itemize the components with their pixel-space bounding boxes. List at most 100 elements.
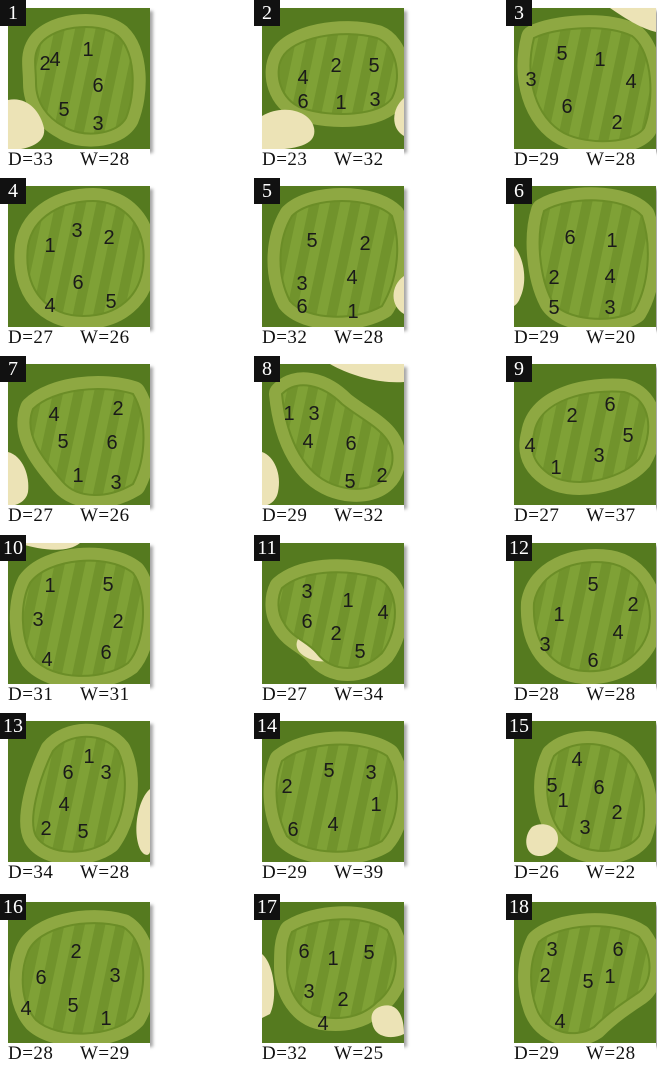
- pin-position-label: 4: [346, 267, 357, 289]
- green-diagram: 123456: [514, 186, 656, 328]
- green-depth: D=29: [262, 505, 307, 527]
- pin-position-label: 4: [327, 814, 338, 836]
- green-width: W=28: [334, 327, 384, 349]
- hole-card: 7123456D=27W=26: [0, 356, 148, 528]
- pin-position-label: 2: [112, 611, 123, 633]
- green-depth: D=34: [8, 862, 53, 884]
- pin-position-label: 2: [112, 398, 123, 420]
- pin-position-label: 3: [296, 273, 307, 295]
- pin-position-label: 3: [32, 609, 43, 631]
- pin-position-label: 4: [625, 71, 636, 93]
- hole-number-badge: 2: [254, 0, 280, 26]
- pin-position-label: 1: [44, 235, 55, 257]
- green-width: W=22: [586, 862, 636, 884]
- pin-position-label: 2: [337, 989, 348, 1011]
- green-depth: D=33: [8, 149, 53, 171]
- pin-position-label: 6: [587, 650, 598, 672]
- green-width: W=26: [80, 505, 130, 527]
- green-width: W=29: [80, 1043, 130, 1065]
- pin-position-label: 2: [330, 623, 341, 645]
- green-dimensions: D=27W=34: [254, 684, 404, 706]
- pin-position-label: 3: [579, 817, 590, 839]
- pin-position-label: 3: [369, 89, 380, 111]
- pin-position-label: 1: [370, 794, 381, 816]
- pin-position-label: 6: [612, 939, 623, 961]
- pin-position-label: 3: [71, 220, 82, 242]
- green-width: W=28: [586, 684, 636, 706]
- green-width: W=28: [80, 149, 130, 171]
- pin-position-label: 4: [41, 649, 52, 671]
- green-diagram: 123456: [8, 902, 150, 1044]
- green-dimensions: D=28W=29: [0, 1043, 150, 1065]
- green-depth: D=31: [8, 684, 53, 706]
- pin-position-label: 2: [566, 405, 577, 427]
- green-depth: D=27: [262, 684, 307, 706]
- pin-position-label: 5: [67, 995, 78, 1017]
- pin-position-label: 4: [302, 431, 313, 453]
- green-depth: D=29: [514, 149, 559, 171]
- pin-position-label: 5: [556, 43, 567, 65]
- pin-position-label: 4: [524, 435, 535, 457]
- pin-position-label: 1: [327, 948, 338, 970]
- green-width: W=26: [80, 327, 130, 349]
- hole-number-badge: 7: [0, 356, 26, 382]
- pin-position-label: 4: [554, 1011, 565, 1033]
- pin-position-label: 5: [582, 971, 593, 993]
- pin-position-label: 2: [627, 594, 638, 616]
- green-map: 123456: [262, 186, 404, 328]
- pin-position-label: 3: [365, 762, 376, 784]
- green-dimensions: D=28W=28: [506, 684, 656, 706]
- green-map: 123456: [262, 543, 404, 685]
- hole-number-badge: 16: [0, 894, 26, 920]
- pin-position-label: 1: [342, 590, 353, 612]
- green-depth: D=27: [8, 505, 53, 527]
- pin-position-label: 5: [368, 55, 379, 77]
- pin-position-label: 5: [323, 760, 334, 782]
- pin-position-label: 1: [550, 457, 561, 479]
- pin-position-label: 1: [606, 230, 617, 252]
- pin-position-label: 2: [611, 112, 622, 134]
- pin-position-label: 3: [539, 634, 550, 656]
- green-width: W=39: [334, 862, 384, 884]
- pin-position-label: 5: [344, 471, 355, 493]
- pin-position-label: 5: [546, 775, 557, 797]
- green-dimensions: D=23W=32: [254, 149, 404, 171]
- green-diagram: 123456: [262, 186, 404, 328]
- hole-number-badge: 12: [506, 535, 532, 561]
- hole-card: 14123456D=29W=39: [254, 713, 402, 885]
- green-diagram: 123456: [8, 364, 150, 506]
- pin-position-label: 6: [72, 272, 83, 294]
- green-diagram: 123456: [514, 721, 656, 863]
- hole-card: 13123456D=34W=28: [0, 713, 148, 885]
- hole-number-badge: 9: [506, 356, 532, 382]
- green-depth: D=29: [514, 1043, 559, 1065]
- green-width: W=32: [334, 149, 384, 171]
- pin-position-label: 1: [44, 575, 55, 597]
- pin-position-label: 5: [102, 574, 113, 596]
- pin-position-label: 6: [561, 96, 572, 118]
- pin-position-label: 3: [92, 113, 103, 135]
- pin-position-label: 5: [306, 230, 317, 252]
- pin-position-label: 4: [377, 602, 388, 624]
- pin-position-label: 5: [58, 99, 69, 121]
- green-width: W=31: [80, 684, 130, 706]
- hole-number-badge: 15: [506, 713, 532, 739]
- pin-position-label: 5: [622, 425, 633, 447]
- pin-position-label: 3: [110, 472, 121, 494]
- pin-position-label: 2: [376, 465, 387, 487]
- pin-position-label: 1: [557, 790, 568, 812]
- green-depth: D=26: [514, 862, 559, 884]
- pin-position-label: 5: [548, 297, 559, 319]
- pin-position-label: 3: [604, 297, 615, 319]
- hole-number-badge: 10: [0, 535, 26, 561]
